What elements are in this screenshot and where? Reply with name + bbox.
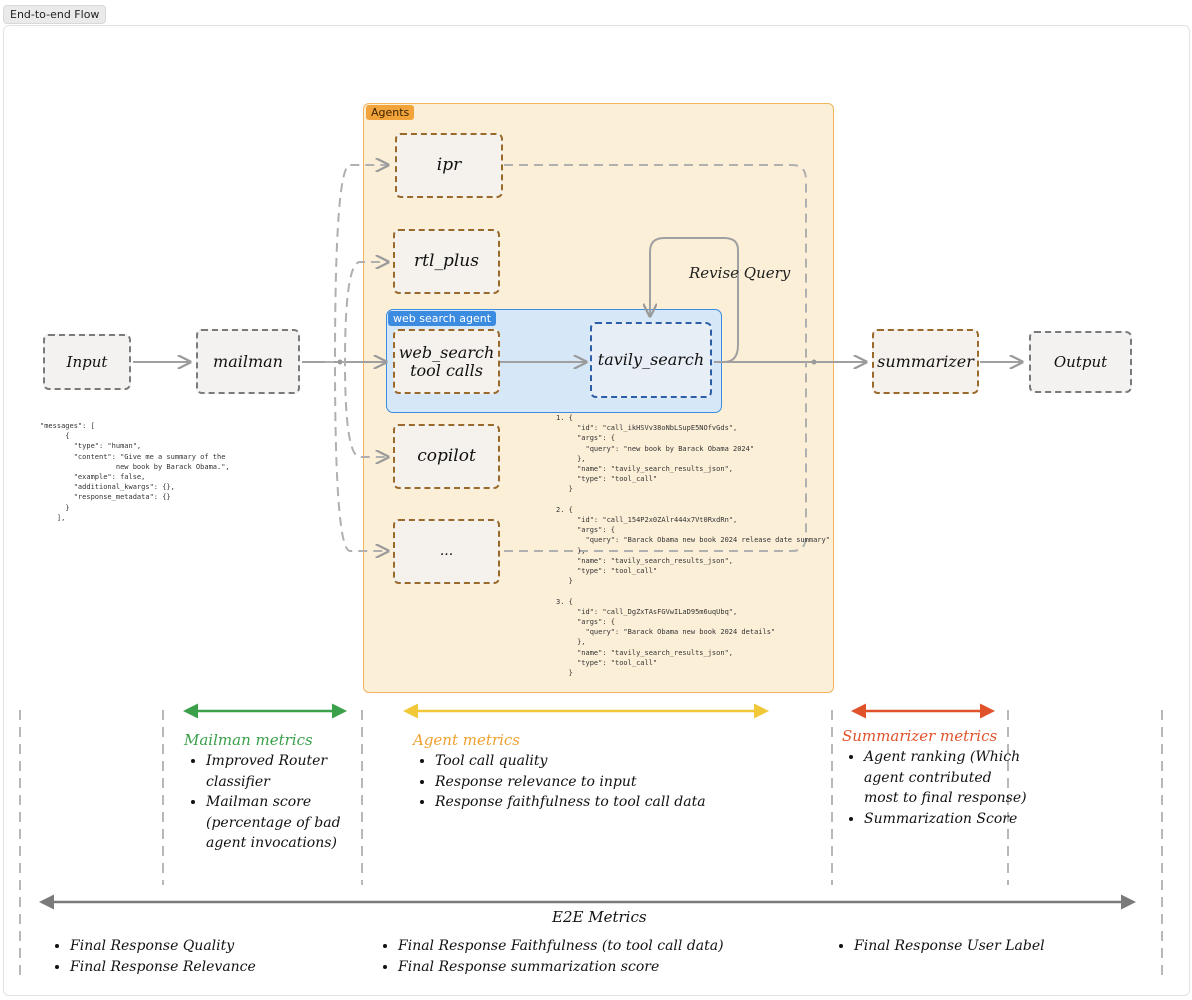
list-item: Final Response Quality: [70, 936, 390, 957]
more-agents-node[interactable]: ...: [393, 519, 500, 584]
tab-end-to-end-flow[interactable]: End-to-end Flow: [3, 5, 107, 24]
mailman-metrics-list: Improved Router classifier Mailman score…: [184, 751, 376, 854]
tavily-search-node[interactable]: tavily_search: [590, 322, 712, 398]
list-item: Summarization Score: [864, 809, 1030, 830]
list-item: Response relevance to input: [435, 772, 835, 793]
agents-group-label: Agents: [366, 105, 415, 120]
summarizer-metrics-title: Summarizer metrics: [842, 727, 998, 745]
list-item: Response faithfulness to tool call data: [435, 792, 835, 813]
return-ipr-summarizer: [504, 164, 807, 362]
tool-calls-example: 1. { "id": "call_ikHSVv38oNbLSupE5NOfvGd…: [556, 414, 830, 678]
web-search-agent-label: web search agent: [388, 311, 497, 326]
route-mailman-copilot: [325, 361, 388, 457]
summarizer-node[interactable]: summarizer: [872, 329, 979, 394]
list-item: Improved Router classifier: [206, 751, 376, 792]
e2e-metrics-col2: Final Response Faithfulness (to tool cal…: [376, 936, 828, 977]
mailman-metrics-title: Mailman metrics: [184, 731, 313, 749]
e2e-metrics-col3: Final Response User Label: [832, 936, 1154, 957]
rtl-plus-node[interactable]: rtl_plus: [393, 229, 500, 294]
e2e-metrics-title: E2E Metrics: [552, 908, 647, 926]
input-messages-example: "messages": [ { "type": "human", "conten…: [40, 422, 230, 522]
mailman-node[interactable]: mailman: [196, 329, 300, 394]
copilot-node[interactable]: copilot: [393, 424, 500, 489]
arrow-revise-query: [650, 237, 739, 363]
list-item: Final Response Faithfulness (to tool cal…: [398, 936, 828, 957]
return-more-summarizer: [504, 362, 807, 552]
ipr-node[interactable]: ipr: [395, 133, 503, 198]
e2e-metrics-col1: Final Response Quality Final Response Re…: [48, 936, 390, 977]
route-mailman-ipr: [325, 165, 388, 363]
list-item: Mailman score (percentage of bad agent i…: [206, 792, 376, 854]
agent-metrics-title: Agent metrics: [413, 731, 520, 749]
list-item: Agent ranking (Which agent contributed m…: [864, 747, 1030, 809]
input-node[interactable]: Input: [43, 334, 131, 390]
revise-query-label: Revise Query: [689, 264, 791, 282]
output-node[interactable]: Output: [1029, 331, 1132, 393]
agent-metrics-list: Tool call quality Response relevance to …: [413, 751, 835, 813]
route-mailman-rtl: [325, 262, 388, 363]
web-search-tool-calls-node[interactable]: web_search tool calls: [393, 329, 500, 394]
summarizer-metrics-list: Agent ranking (Which agent contributed m…: [842, 747, 1030, 829]
route-mailman-more: [325, 361, 388, 551]
list-item: Final Response Relevance: [70, 957, 390, 978]
list-item: Final Response User Label: [854, 936, 1154, 957]
list-item: Tool call quality: [435, 751, 835, 772]
list-item: Final Response summarization score: [398, 957, 828, 978]
